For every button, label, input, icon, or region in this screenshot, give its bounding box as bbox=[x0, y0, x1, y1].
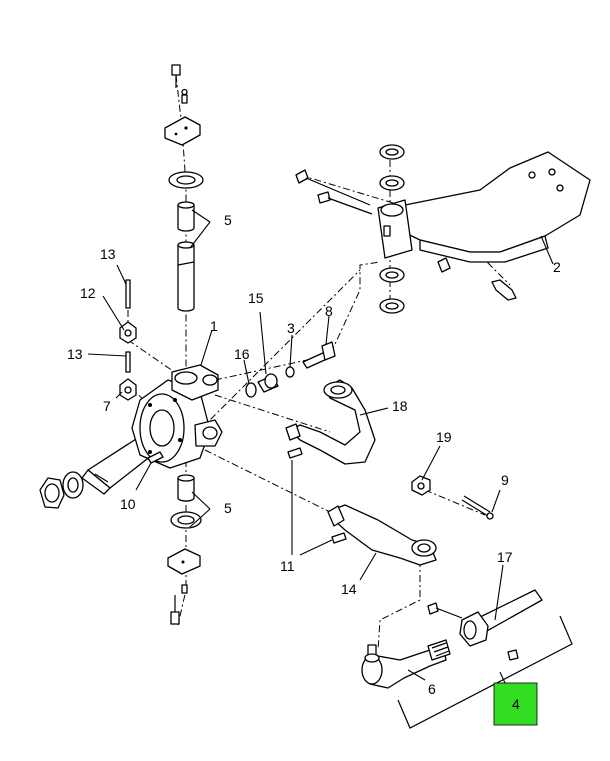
spindle-key bbox=[147, 451, 164, 464]
tie-rod-arm-hardware bbox=[245, 341, 336, 398]
callout-2: 2 bbox=[553, 259, 561, 275]
callout-labels: 1 2 3 4 5 5 6 7 8 9 10 11 12 13 13 14 15… bbox=[67, 212, 561, 712]
axle-bolts bbox=[295, 169, 517, 301]
arm-key-upper bbox=[287, 447, 303, 459]
axle-beam bbox=[377, 151, 591, 263]
callout-15: 15 bbox=[248, 290, 264, 306]
arm-key-lower bbox=[331, 532, 347, 544]
callout-17: 17 bbox=[497, 549, 513, 565]
callout-4-leader bbox=[499, 671, 506, 684]
cotter-pins-and-nuts bbox=[119, 279, 137, 401]
callout-3: 3 bbox=[287, 320, 295, 336]
callout-5-lower: 5 bbox=[224, 500, 232, 516]
callout-4: 4 bbox=[512, 696, 520, 712]
callout-13-lower: 13 bbox=[67, 346, 83, 362]
kingpin-upper-stack bbox=[164, 64, 204, 312]
callout-11: 11 bbox=[280, 558, 295, 574]
callout-6: 6 bbox=[428, 681, 436, 697]
assembly-bracket bbox=[397, 615, 573, 729]
callout-14: 14 bbox=[341, 581, 357, 597]
callout-7: 7 bbox=[103, 398, 111, 414]
kingpin-lower-stack bbox=[167, 474, 202, 625]
callout-10: 10 bbox=[120, 496, 136, 512]
callout-9: 9 bbox=[501, 472, 509, 488]
steering-knuckle bbox=[81, 364, 223, 495]
callout-1: 1 bbox=[210, 318, 218, 334]
tie-rod-tube bbox=[427, 589, 543, 661]
callout-5-upper: 5 bbox=[224, 212, 232, 228]
callout-19: 19 bbox=[436, 429, 452, 445]
callout-18: 18 bbox=[392, 398, 408, 414]
axle-seals bbox=[379, 144, 405, 314]
callout-12: 12 bbox=[80, 285, 96, 301]
tie-rod-end bbox=[361, 639, 451, 689]
callout-16: 16 bbox=[234, 346, 250, 362]
tie-rod-arm bbox=[285, 379, 376, 465]
leader-lines bbox=[87, 209, 554, 681]
castle-nut-and-cotter bbox=[411, 475, 494, 520]
steering-arm bbox=[327, 504, 437, 566]
spindle-nut-washer bbox=[39, 471, 84, 509]
callout-13-upper: 13 bbox=[100, 246, 116, 262]
callout-8: 8 bbox=[325, 303, 333, 319]
highlighted-callout-box bbox=[493, 682, 538, 726]
